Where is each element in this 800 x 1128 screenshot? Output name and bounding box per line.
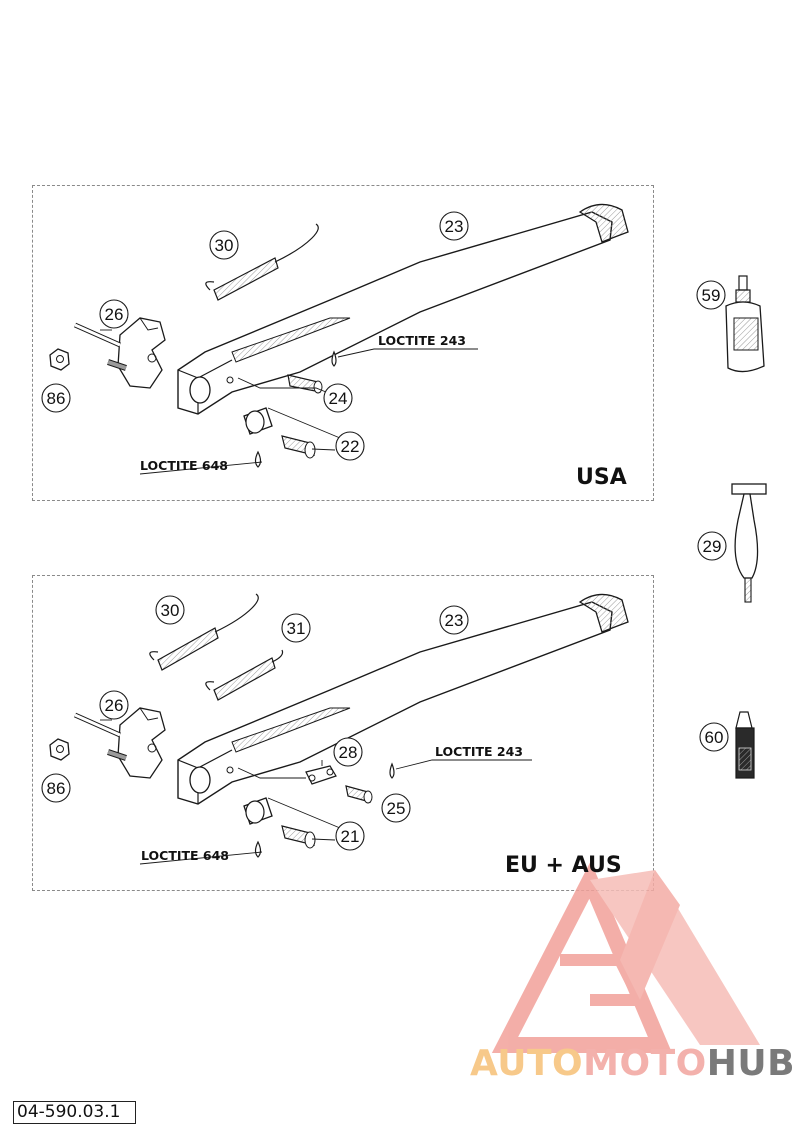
- usa-panel: [32, 185, 654, 501]
- callout-22: 22: [341, 437, 360, 456]
- callout-25: 25: [387, 799, 406, 818]
- callout-86: 86: [47, 779, 66, 798]
- watermark-part-auto: AUTO: [470, 1043, 584, 1084]
- watermark-part-moto: MOTO: [583, 1043, 707, 1084]
- spring-30: [149, 593, 259, 671]
- eu-side-stand-assembly: 30 31 23 26 86 28 25 21: [41, 593, 629, 865]
- callout-circles: [41, 595, 469, 851]
- spring-31: [205, 649, 284, 701]
- loctite-648-label-eu: LOCTITE 648: [141, 848, 230, 863]
- bolt-24: [287, 374, 323, 394]
- callout-23: 23: [445, 611, 464, 630]
- eu-aus-panel: [32, 575, 654, 891]
- tool-29: 29: [697, 483, 767, 603]
- leader-lines: [100, 329, 478, 475]
- loctite-drop-icon: [331, 350, 337, 367]
- region-label-eu-aus: EU + AUS: [505, 853, 622, 878]
- loctite-drop-icon: [254, 840, 262, 858]
- watermark-part-hub: HUB: [706, 1043, 796, 1084]
- side-stand-leg: [177, 203, 629, 415]
- callout-28: 28: [339, 743, 358, 762]
- loctite-648-label-usa: LOCTITE 648: [140, 458, 229, 473]
- callout-26: 26: [105, 305, 124, 324]
- loctite-243-label-usa: LOCTITE 243: [378, 333, 467, 348]
- callout-26: 26: [105, 696, 124, 715]
- bushing: [243, 407, 273, 435]
- plate-28: [305, 765, 337, 785]
- bolt-22: [281, 435, 316, 459]
- callout-30: 30: [215, 236, 234, 255]
- bolt-21: [281, 825, 316, 849]
- callout-30: 30: [161, 601, 180, 620]
- spring: [205, 223, 319, 301]
- callout-29: 29: [703, 537, 722, 556]
- loctite-drop-icon: [254, 450, 262, 468]
- callout-24: 24: [329, 389, 348, 408]
- callout-31: 31: [287, 619, 306, 638]
- callout-86: 86: [47, 389, 66, 408]
- region-label-usa: USA: [576, 465, 627, 490]
- loctite-bottle-59: 59: [696, 275, 765, 373]
- leader-lines: [100, 719, 532, 865]
- loctite-drop-icon: [389, 762, 395, 779]
- pivot-bracket: [73, 707, 166, 779]
- callout-21: 21: [341, 827, 360, 846]
- bushing: [243, 797, 273, 825]
- bolt-25: [345, 785, 373, 804]
- pivot-bracket: [73, 317, 166, 389]
- watermark-logo: [491, 861, 760, 1053]
- nut: [49, 348, 70, 371]
- watermark-text: AUTOMOTOHUB: [470, 1043, 795, 1084]
- nut: [49, 738, 70, 761]
- callout-23: 23: [445, 217, 464, 236]
- loctite-bottle-60: 60: [699, 711, 755, 779]
- loctite-243-label-eu: LOCTITE 243: [435, 744, 524, 759]
- callout-60: 60: [705, 728, 724, 747]
- callout-59: 59: [702, 286, 721, 305]
- document-code: 04-590.03.1: [13, 1101, 136, 1124]
- usa-side-stand-assembly: 30 23 26 86 24 22: [41, 203, 629, 475]
- side-stand-leg: [177, 593, 629, 805]
- callout-circles: [41, 211, 469, 461]
